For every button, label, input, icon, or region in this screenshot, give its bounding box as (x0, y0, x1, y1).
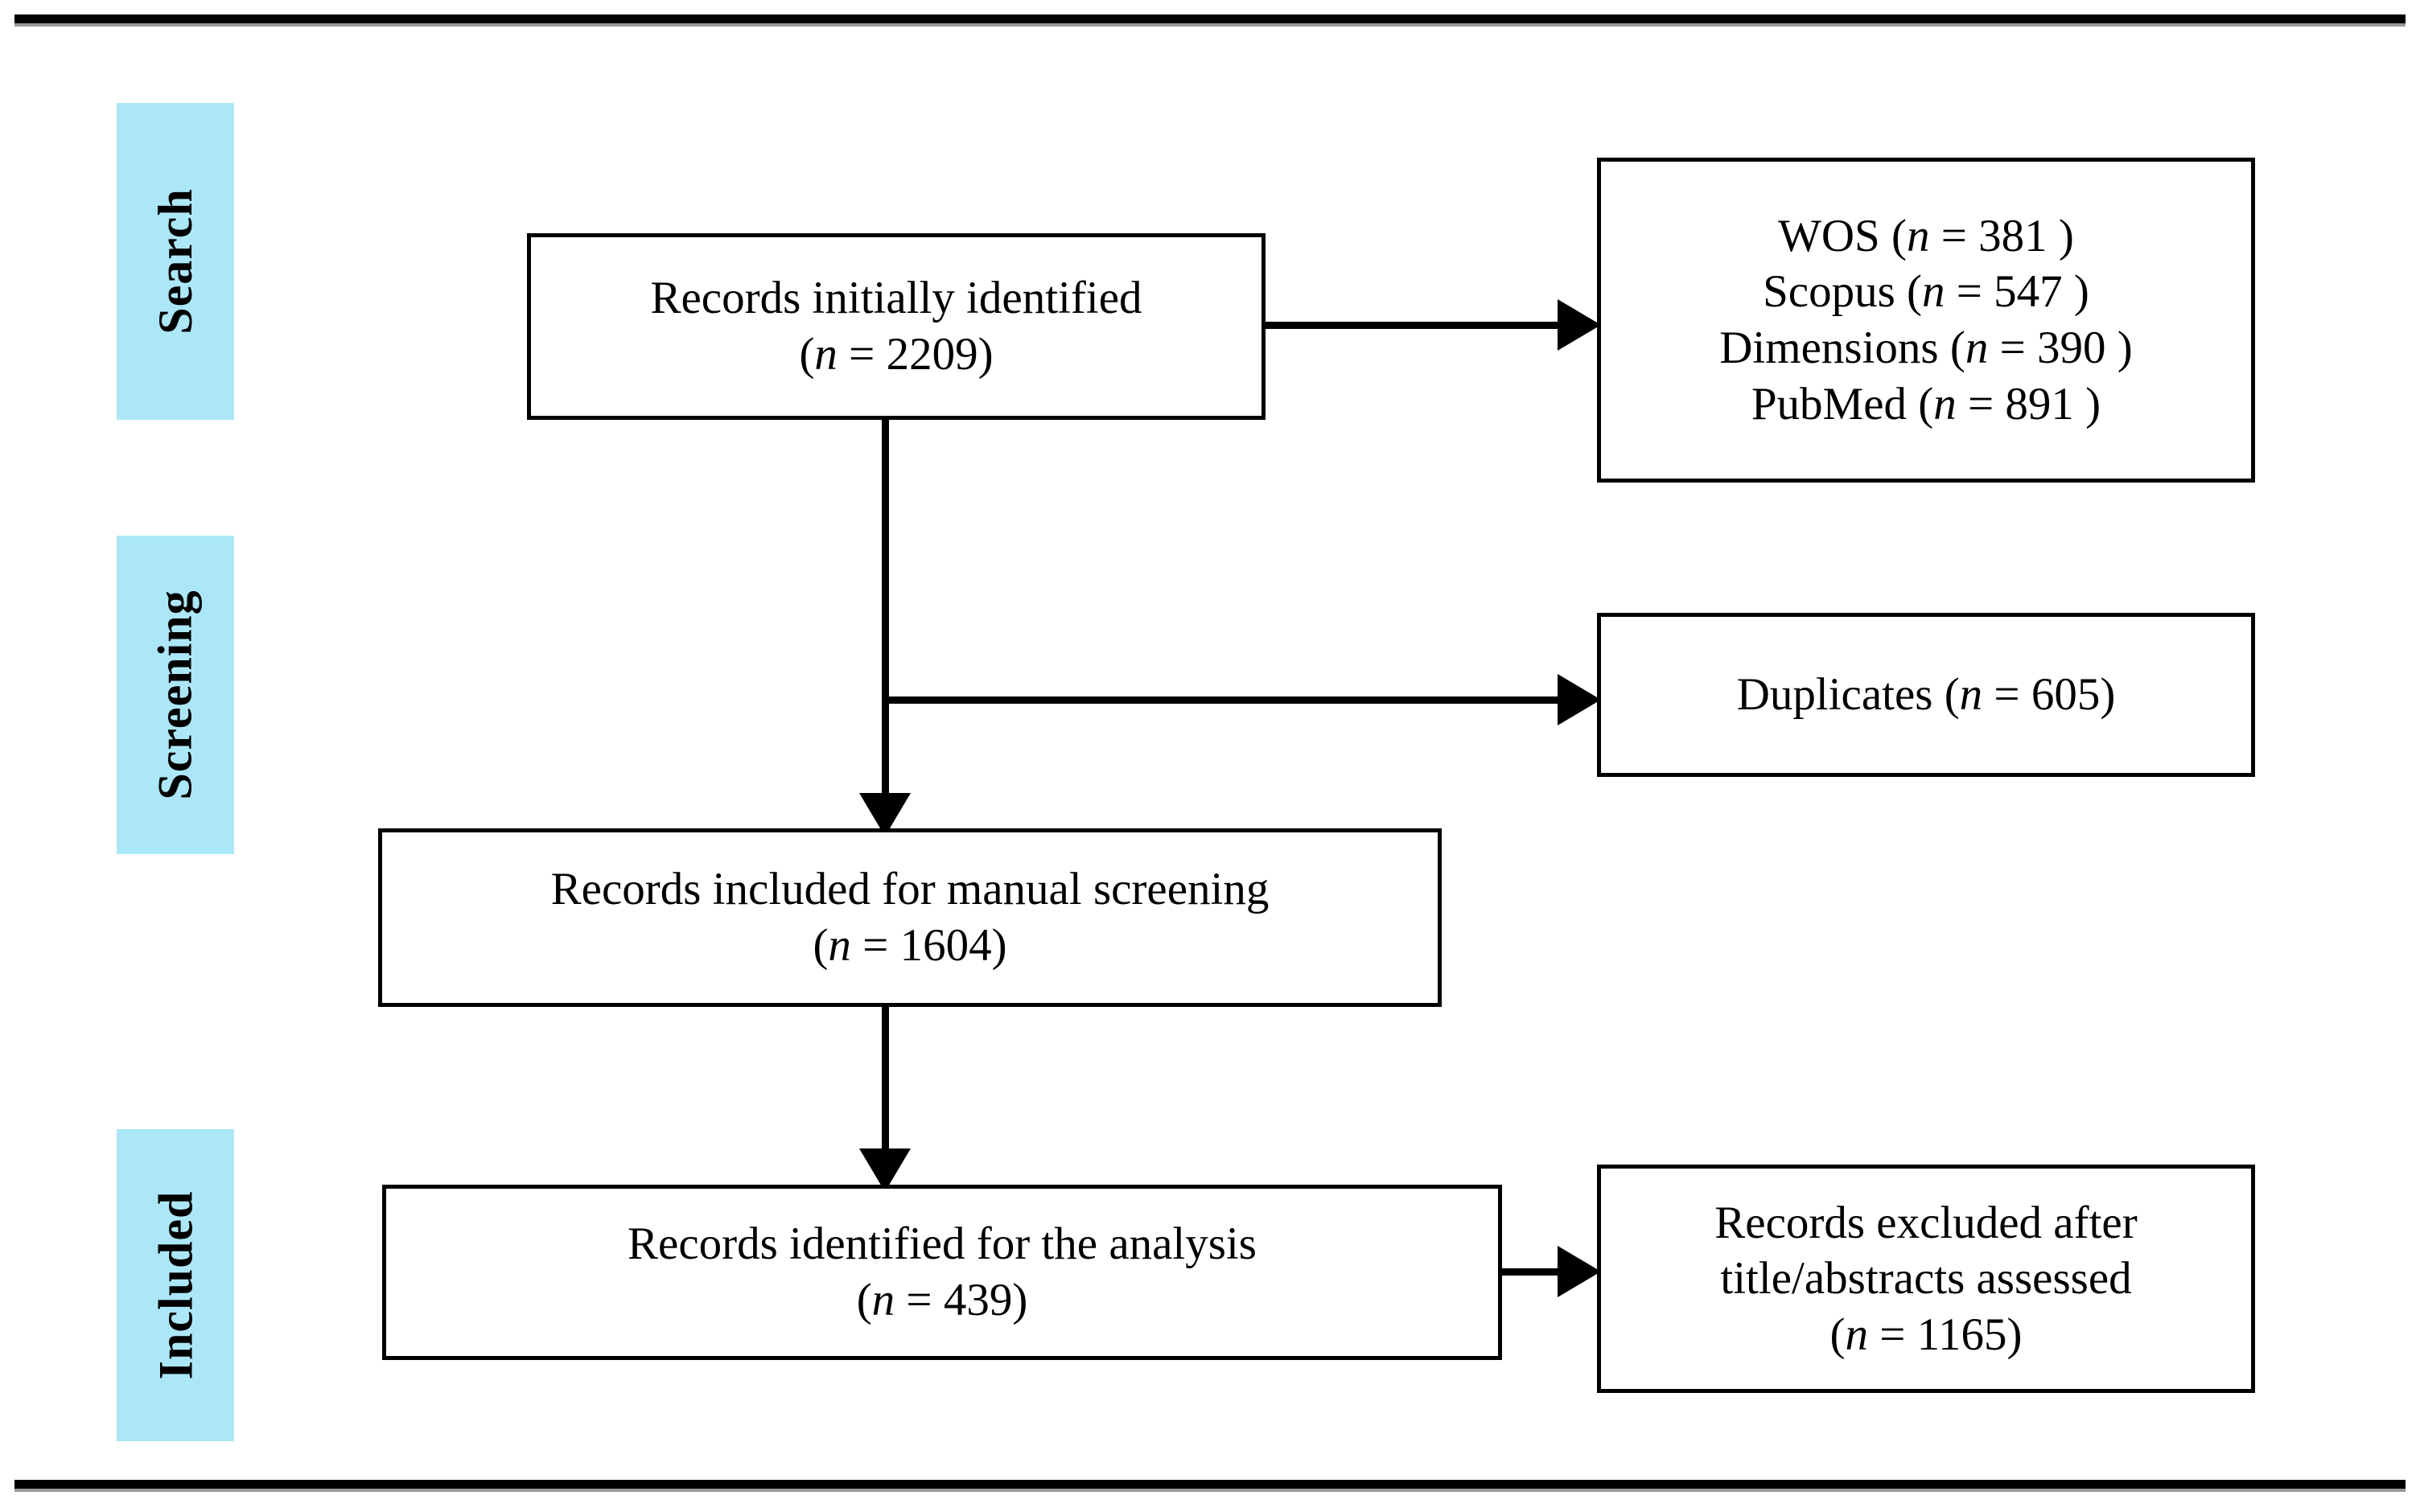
box-excluded-count-line: (n = 1165) (1615, 1307, 2237, 1363)
paren-open: ( (813, 920, 829, 971)
box-duplicates: Duplicates (n = 605) (1597, 613, 2255, 777)
arrowhead-right-excluded (1558, 1246, 1601, 1297)
count-value: = 2209) (837, 329, 994, 380)
box-manual-line1: Records included for manual screening (550, 864, 1270, 915)
database-name-dimensions: Dimensions (1719, 323, 1939, 373)
box-records-excluded: Records excluded after title/abstracts a… (1597, 1165, 2255, 1393)
paren-open: ( (856, 1275, 872, 1325)
n-symbol: n (828, 920, 851, 971)
database-count-dimensions: = 390 ) (1988, 323, 2133, 373)
box-records-identified-analysis: Records identified for the analysis (n =… (382, 1185, 1502, 1360)
bottom-horizontal-rule (14, 1480, 2406, 1492)
box-excluded-line1: Records excluded after (1714, 1197, 2138, 1248)
duplicates-label: Duplicates ( (1736, 669, 1960, 721)
database-row-wos: WOS (n = 381 ) (1778, 210, 2074, 261)
duplicates-line: Duplicates (n = 605) (1615, 667, 2237, 723)
n-symbol: n (871, 1275, 895, 1325)
box-records-initially-identified: Records initially identified (n = 2209) (527, 233, 1266, 420)
box-manual-count-line: (n = 1604) (397, 918, 1423, 974)
paren-open: ( (799, 329, 815, 380)
stage-label-screening-text: Screening (149, 590, 202, 800)
arrowhead-right-databases (1558, 299, 1601, 351)
n-symbol: n (1959, 669, 1983, 721)
box-excluded-line2: title/abstracts assessed (1720, 1253, 2132, 1305)
box-analysis-count-line: (n = 439) (401, 1272, 1484, 1329)
n-symbol: n (1922, 266, 1945, 318)
box-analysis-line1: Records identified for the analysis (628, 1218, 1257, 1270)
database-name-scopus: Scopus (1763, 266, 1895, 318)
stage-label-included-text: Included (149, 1190, 203, 1380)
n-symbol: n (814, 329, 838, 380)
count-value: = 439) (895, 1275, 1028, 1325)
count-value: = 1604) (850, 920, 1007, 971)
database-count-wos: = 381 ) (1929, 210, 2074, 261)
duplicates-count: = 605) (1982, 669, 2116, 721)
connector-analysis-to-excluded (1498, 1268, 1562, 1276)
stage-label-search: Search (117, 103, 234, 420)
n-symbol: n (1933, 378, 1957, 429)
n-symbol: n (1965, 323, 1989, 373)
stage-label-screening: Screening (117, 536, 234, 854)
count-value: = 1165 (1867, 1309, 2007, 1360)
box-identified-line1: Records initially identified (650, 273, 1142, 324)
database-row-dimensions: Dimensions (n = 390 ) (1719, 323, 2133, 373)
connector-manual-to-analysis (882, 1004, 889, 1190)
n-symbol: n (1845, 1309, 1868, 1360)
box-database-sources: WOS (n = 381 ) Scopus (n = 547 ) Dimensi… (1597, 158, 2255, 483)
box-records-included-manual-screening: Records included for manual screening (n… (378, 828, 1442, 1007)
database-count-pubmed: = 891 ) (1956, 378, 2101, 429)
database-name-pubmed: PubMed (1751, 378, 1908, 429)
n-symbol: n (1907, 210, 1930, 261)
connector-identified-to-manual (882, 417, 889, 835)
connector-identified-to-duplicates (882, 696, 1562, 704)
stage-label-search-text: Search (149, 188, 203, 335)
database-count-scopus: = 547 ) (1945, 266, 2089, 318)
paren-close: ) (2006, 1309, 2023, 1360)
top-horizontal-rule (14, 14, 2406, 27)
database-name-wos: WOS (1778, 210, 1880, 261)
paren-open: ( (1829, 1309, 1846, 1360)
database-row-scopus: Scopus (n = 547 ) (1763, 266, 2089, 318)
stage-label-included: Included (117, 1129, 234, 1441)
database-row-pubmed: PubMed (n = 891 ) (1751, 378, 2101, 429)
arrowhead-right-duplicates (1558, 674, 1601, 725)
box-identified-count-line: (n = 2209) (545, 327, 1247, 383)
